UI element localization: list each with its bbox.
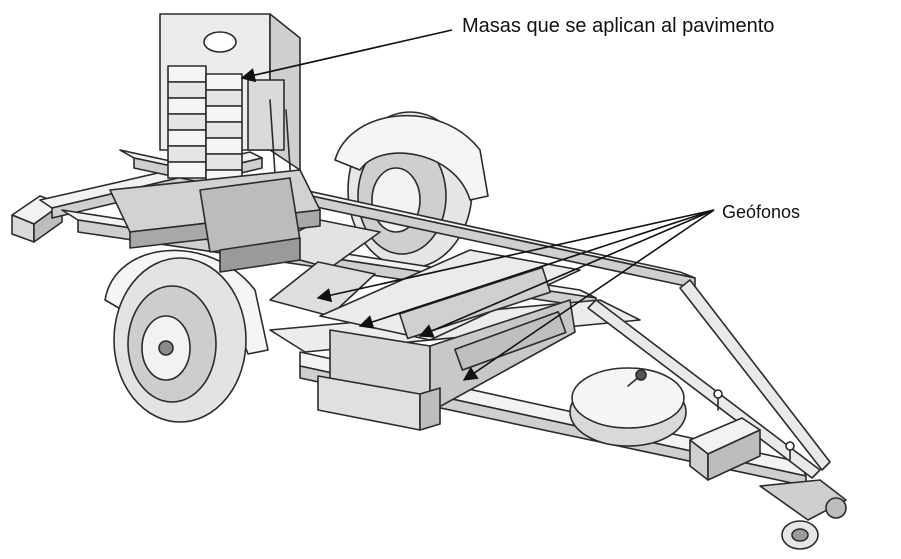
masses-label: Masas que se aplican al pavimento xyxy=(462,15,775,37)
hitch-coupler xyxy=(689,389,847,550)
masses-arrow xyxy=(240,29,453,83)
geophone-arrow-3 xyxy=(418,209,715,338)
geophone-arrow-1 xyxy=(316,209,715,303)
left-wheel xyxy=(104,249,269,423)
geophone-arrow-4 xyxy=(462,209,715,381)
side-step xyxy=(317,375,441,431)
geophones-label: Geófonos xyxy=(722,202,801,222)
geophone-arrow-2 xyxy=(358,209,715,329)
callout-arrows xyxy=(240,29,715,381)
mass-tower xyxy=(109,13,321,273)
spare-tire xyxy=(569,367,687,447)
